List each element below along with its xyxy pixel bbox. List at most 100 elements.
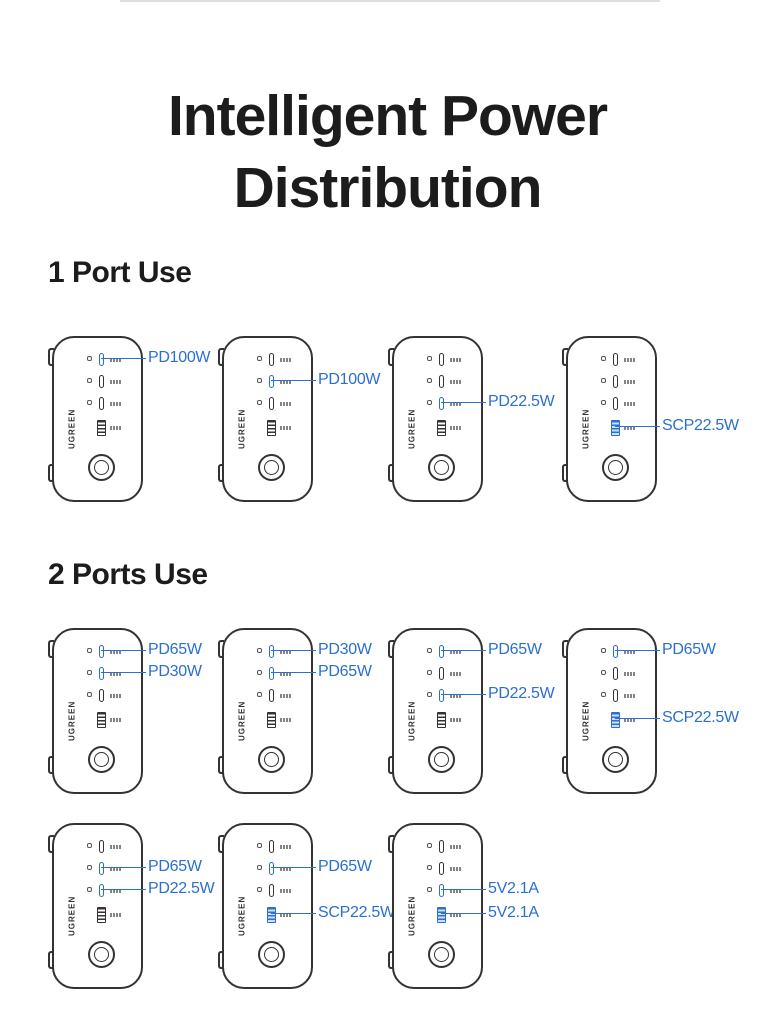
usb-c-port-2 [439, 667, 444, 680]
port-symbol-icon [427, 843, 432, 848]
plug-prong [218, 835, 224, 853]
power-output-label: PD30W [318, 641, 372, 658]
plug-prong [48, 835, 54, 853]
callout-line [271, 672, 316, 673]
usb-c-port-1 [439, 840, 444, 853]
port-label-text [450, 694, 462, 698]
port-symbol-icon [257, 887, 262, 892]
usb-c-port-2 [613, 375, 618, 388]
port-label-text [280, 402, 292, 406]
power-output-label: SCP22.5W [662, 709, 739, 726]
callout-line [615, 718, 660, 719]
power-output-label: 5V2.1A [488, 904, 539, 921]
charger-body: UGREEN [566, 336, 657, 502]
port-label-text [450, 358, 462, 362]
plug-prong [48, 348, 54, 366]
usb-a-port [97, 420, 106, 436]
usb-c-port-1 [269, 645, 274, 658]
port-symbol-icon [601, 400, 606, 405]
usb-c-port-1 [99, 645, 104, 658]
power-output-label: PD65W [318, 663, 372, 680]
charger-illustration: UGREEN [48, 823, 143, 989]
plug-prong [388, 835, 394, 853]
charger-illustration: UGREEN [48, 628, 143, 794]
power-button-icon [88, 941, 115, 968]
power-output-label: PD22.5W [488, 685, 555, 702]
callout-line [101, 650, 146, 651]
charger-illustration: UGREEN [388, 628, 483, 794]
power-output-label: PD65W [148, 641, 202, 658]
usb-c-port-3 [613, 397, 618, 410]
usb-c-port-3 [439, 884, 444, 897]
plug-prong [562, 756, 568, 774]
usb-c-port-3 [99, 397, 104, 410]
port-label-text [280, 380, 292, 384]
usb-c-port-1 [99, 353, 104, 366]
callout-line [441, 694, 486, 695]
port-label-text [280, 867, 292, 871]
port-label-text [110, 402, 122, 406]
brand-logo: UGREEN [237, 408, 247, 450]
usb-a-port [437, 907, 446, 923]
usb-a-port [97, 907, 106, 923]
power-output-label: PD22.5W [488, 393, 555, 410]
charger-illustration: UGREEN [562, 336, 657, 502]
power-output-label: PD100W [148, 349, 211, 366]
usb-c-port-2 [269, 375, 274, 388]
power-button-icon [88, 746, 115, 773]
power-button-icon [258, 941, 285, 968]
plug-prong [218, 951, 224, 969]
port-label-text [450, 672, 462, 676]
port-symbol-icon [427, 670, 432, 675]
callout-line [615, 426, 660, 427]
charger-body: UGREEN [222, 628, 313, 794]
callout-line [101, 867, 146, 868]
port-label-text [624, 672, 636, 676]
brand-logo: UGREEN [407, 895, 417, 937]
port-label-text [624, 426, 636, 430]
plug-prong [388, 464, 394, 482]
brand-logo: UGREEN [237, 700, 247, 742]
plug-prong [562, 640, 568, 658]
power-output-label: PD30W [148, 663, 202, 680]
power-button-icon [602, 746, 629, 773]
port-label-text [110, 358, 122, 362]
port-label-text [110, 913, 122, 917]
charger-illustration: UGREEN [218, 628, 313, 794]
power-output-label: PD65W [662, 641, 716, 658]
power-button-icon [428, 746, 455, 773]
usb-c-port-3 [269, 397, 274, 410]
port-symbol-icon [257, 865, 262, 870]
power-button-icon [428, 941, 455, 968]
port-symbol-icon [427, 400, 432, 405]
callout-line [615, 650, 660, 651]
port-label-text [280, 694, 292, 698]
plug-prong [562, 464, 568, 482]
port-symbol-icon [257, 670, 262, 675]
port-label-text [110, 426, 122, 430]
power-output-label: SCP22.5W [318, 904, 395, 921]
brand-logo: UGREEN [67, 700, 77, 742]
section-title-1-port: 1 Port Use [48, 256, 192, 289]
power-button-icon [258, 746, 285, 773]
usb-c-port-1 [99, 840, 104, 853]
callout-line [441, 402, 486, 403]
callout-line [271, 650, 316, 651]
port-label-text [450, 913, 462, 917]
plug-prong [218, 464, 224, 482]
charger-body: UGREEN [392, 336, 483, 502]
plug-prong [218, 640, 224, 658]
usb-c-port-2 [269, 862, 274, 875]
callout-line [441, 889, 486, 890]
port-label-text [624, 718, 636, 722]
charger-illustration: UGREEN [562, 628, 657, 794]
power-output-label: PD65W [148, 858, 202, 875]
charger-illustration: UGREEN [218, 336, 313, 502]
callout-line [271, 913, 316, 914]
power-output-label: PD65W [488, 641, 542, 658]
plug-prong [48, 756, 54, 774]
port-symbol-icon [427, 865, 432, 870]
port-label-text [280, 358, 292, 362]
port-label-text [280, 889, 292, 893]
port-symbol-icon [601, 670, 606, 675]
